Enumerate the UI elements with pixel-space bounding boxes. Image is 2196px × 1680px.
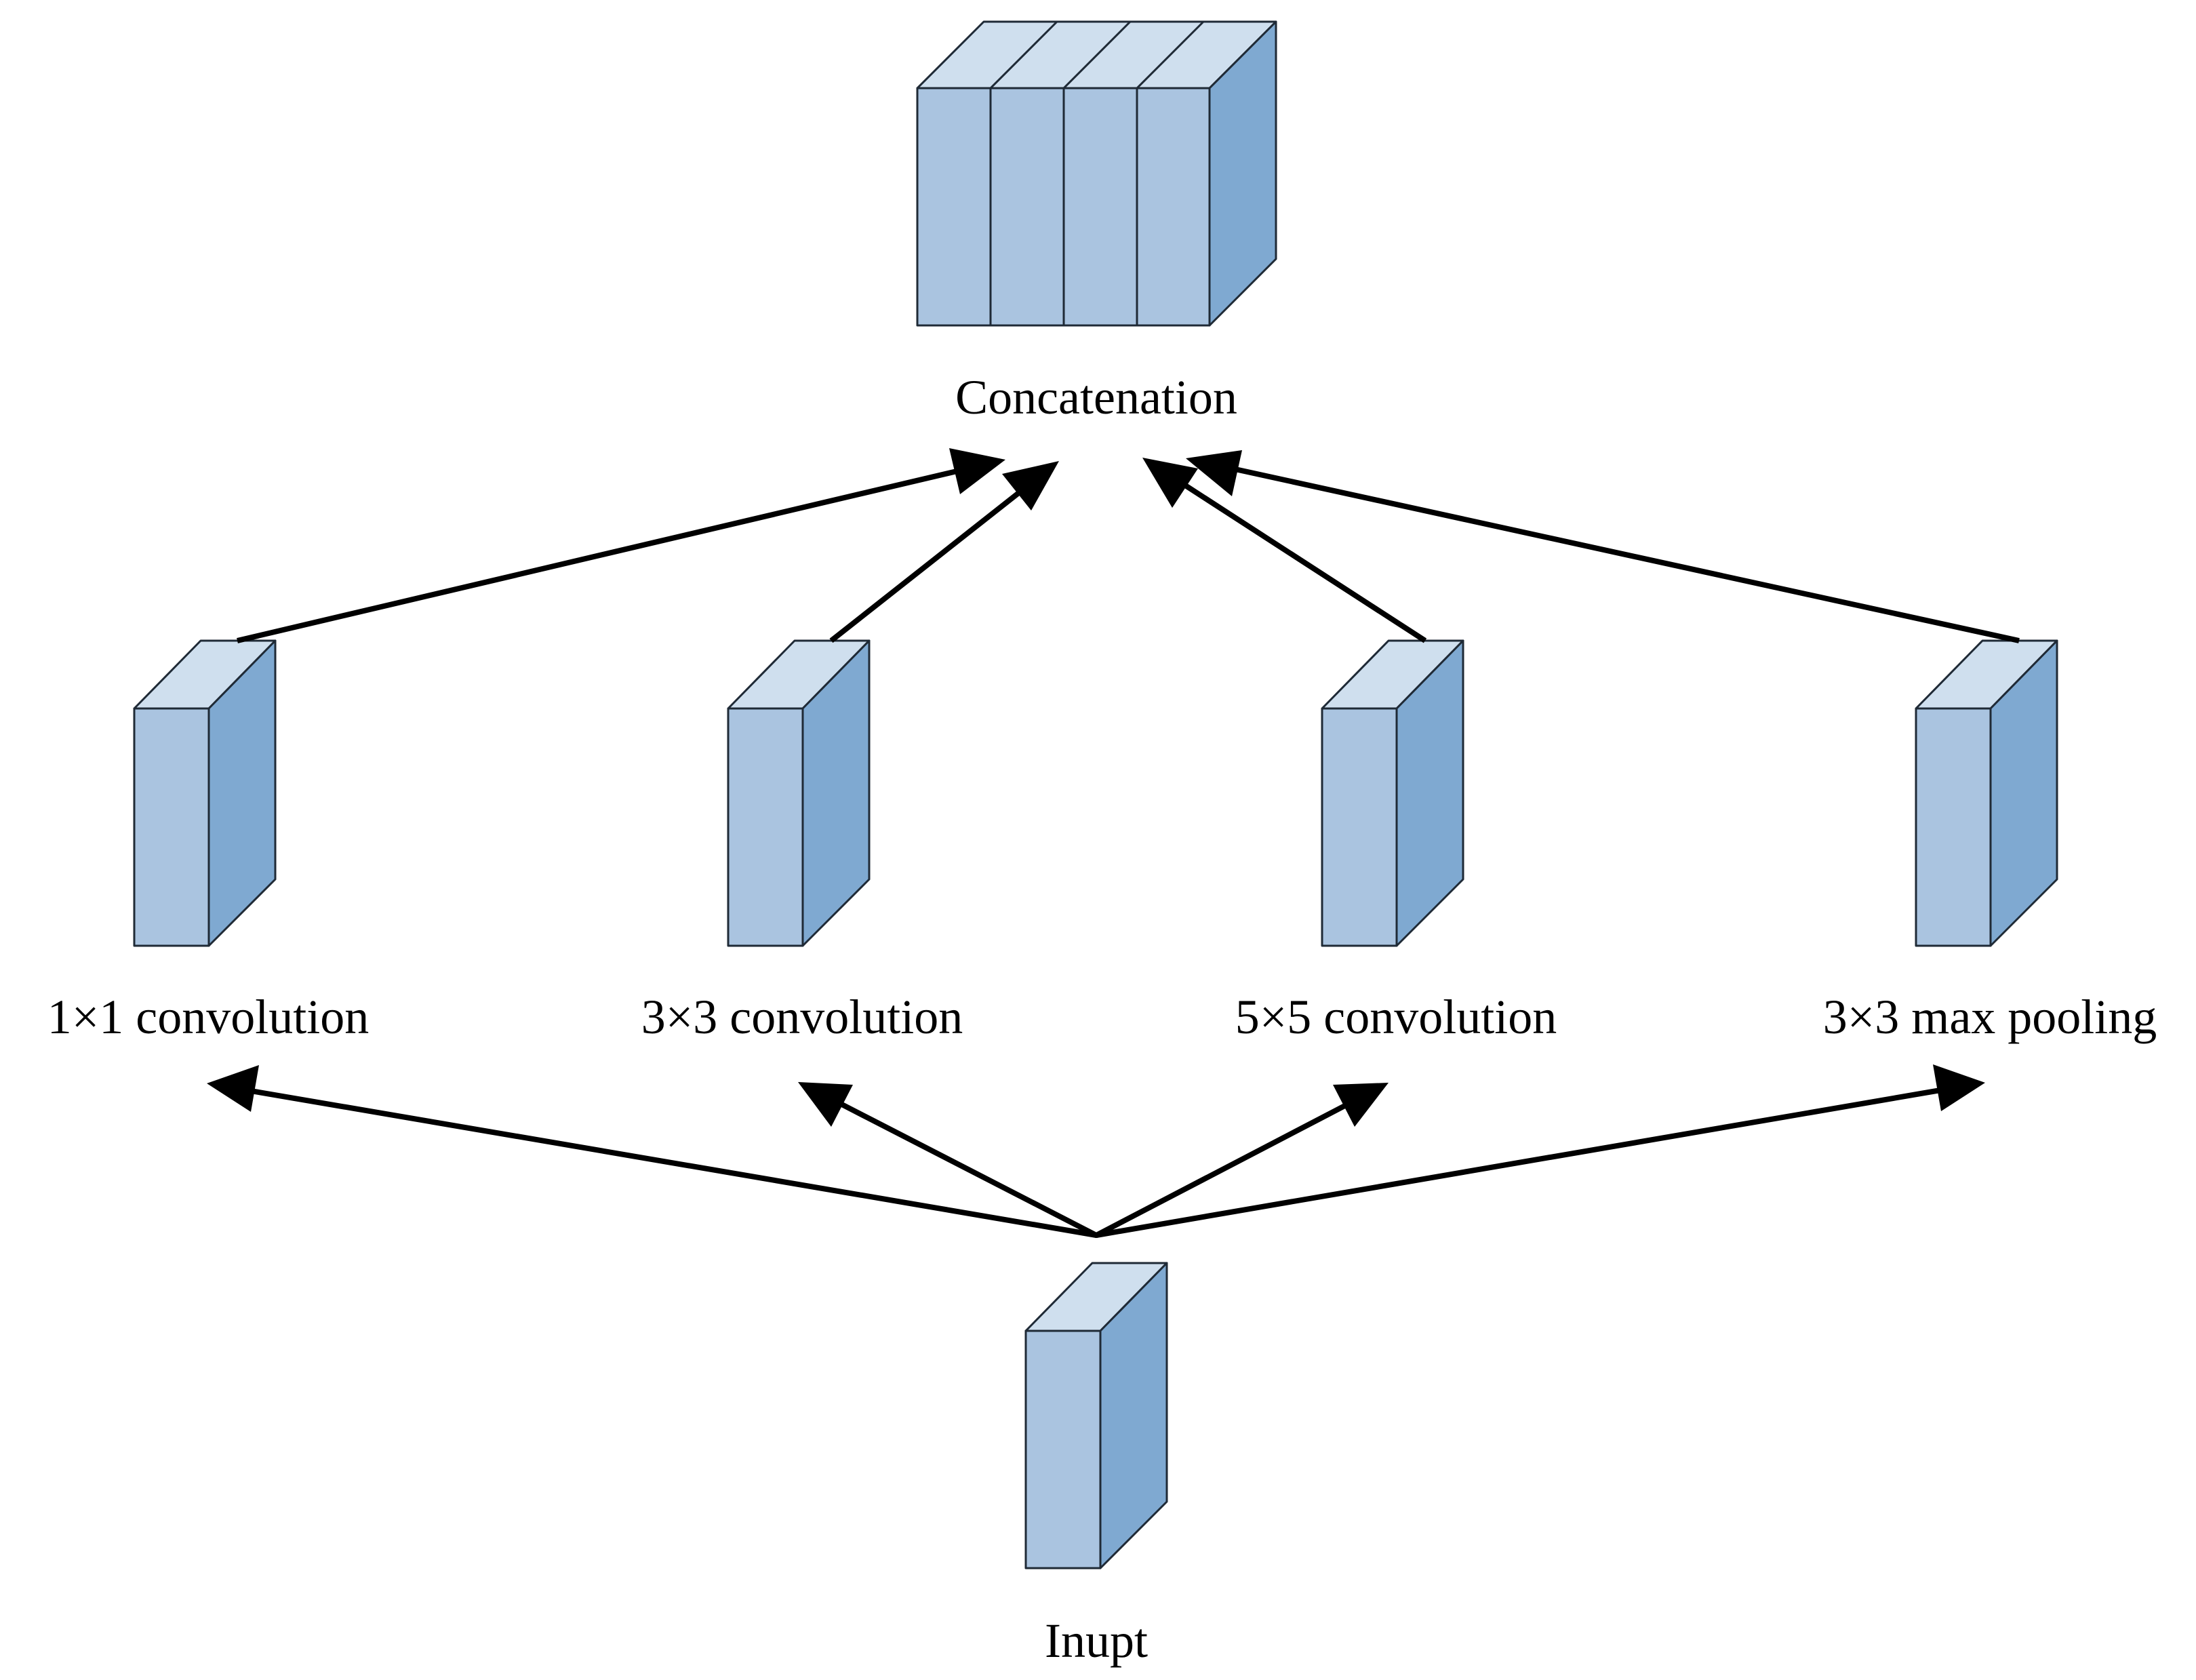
maxpool-label: 3×3 max pooling [1823,990,2157,1044]
arrow-line [1095,1099,1354,1238]
arrow-line [246,1087,1097,1238]
arrowhead [1142,458,1198,508]
arrowhead [1933,1064,1985,1111]
conv5x5-front-face [1321,707,1398,947]
arrowhead [207,1065,259,1112]
arrow-input-to-conv5x5 [1095,1083,1389,1238]
arrowhead [1186,450,1242,496]
maxpool-block [1915,639,2058,947]
concat-slice-2 [989,87,1065,327]
arrow-line [829,484,1029,643]
concat-top-divider-3 [1136,20,1205,89]
arrow-input-to-conv3x3 [798,1082,1098,1238]
conv3x3-block [727,639,871,947]
arrow-conv3x3-to-concat [829,461,1059,643]
conv1x1-label: 1×1 convolution [47,990,370,1044]
conv5x5-label: 5×5 convolution [1235,990,1557,1044]
arrow-line [1225,464,2020,643]
arrowhead [798,1082,853,1127]
arrow-line [237,466,966,643]
input-label: Inupt [1045,1614,1148,1668]
arrowhead [949,448,1005,494]
arrow-line [1175,477,1427,643]
input-junction [1094,1233,1099,1238]
concat-top-divider-2 [1062,20,1132,89]
concat-slice-1 [916,87,992,327]
input-block [1024,1262,1168,1569]
conv1x1-front-face [133,707,210,947]
conv3x3-front-face [727,707,804,947]
arrow-maxpool-to-concat [1186,450,2020,643]
maxpool-front-face [1915,707,1992,947]
arrow-input-to-conv1x1 [207,1065,1097,1238]
concat-slice-3 [1062,87,1138,327]
concat-slice-4 [1136,87,1211,327]
conv3x3-label: 3×3 convolution [641,990,963,1044]
arrow-conv1x1-to-concat [237,448,1005,643]
concat-top-divider-1 [989,20,1058,89]
conv1x1-block [133,639,277,947]
arrow-input-to-maxpool [1096,1064,1985,1238]
arrowhead [1333,1083,1389,1127]
conv5x5-block [1321,639,1464,947]
arrowhead [1002,461,1059,511]
arrow-line [1096,1087,1945,1238]
concatenation-label: Concatenation [955,370,1237,424]
concatenation-block [916,20,1277,327]
arrow-line [833,1098,1098,1238]
arrow-conv5x5-to-concat [1142,458,1427,643]
input-front-face [1024,1329,1102,1569]
